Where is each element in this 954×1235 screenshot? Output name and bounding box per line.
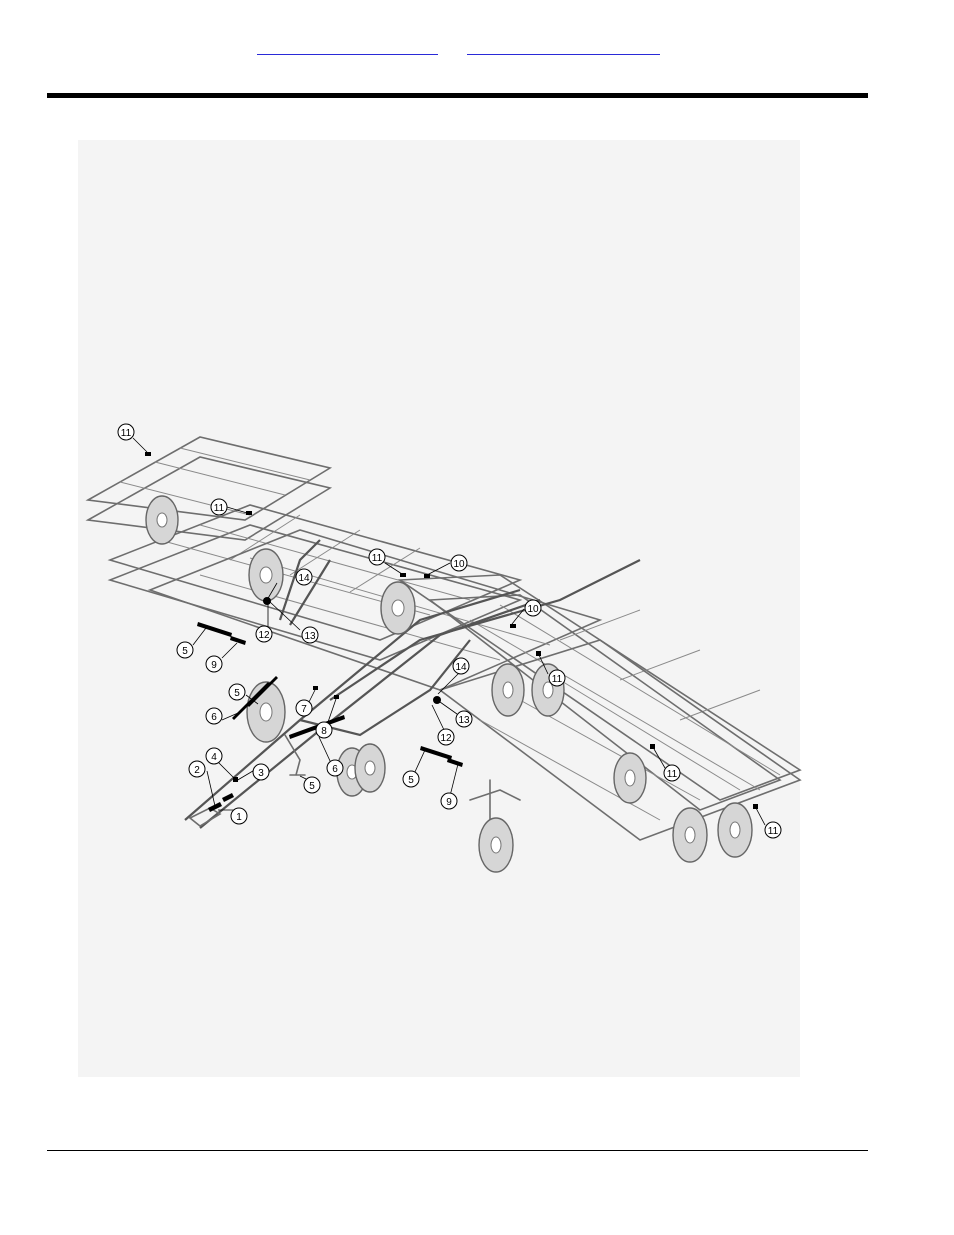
callout-5: 5 [176,641,194,659]
callout-13: 13 [455,710,473,728]
callout-2: 2 [188,760,206,778]
footer-rule [47,1150,868,1151]
header-link-right[interactable] [467,40,660,55]
callout-6: 6 [326,759,344,777]
callout-3: 3 [252,763,270,781]
figure-background [78,140,800,1077]
callout-12-label: 12 [258,630,270,641]
callout-6-label: 6 [211,712,217,723]
callout-1: 1 [230,807,248,825]
callout-14-label: 14 [298,573,310,584]
callout-10: 10 [450,554,468,572]
callout-11: 11 [368,548,386,566]
callout-5: 5 [303,776,321,794]
callout-8: 8 [315,721,333,739]
callout-5-label: 5 [408,775,414,786]
callout-9: 9 [440,792,458,810]
callout-5: 5 [228,683,246,701]
callout-14: 14 [452,657,470,675]
callout-13-label: 13 [458,715,470,726]
callout-5-label: 5 [182,646,188,657]
callout-8-label: 8 [321,726,327,737]
callout-9-label: 9 [211,660,217,671]
header-rule [47,93,868,98]
callout-11-label: 11 [214,503,225,514]
leader-lines [132,437,766,826]
callout-3-label: 3 [258,768,264,779]
callout-11: 11 [117,423,135,441]
callout-11-label: 11 [768,826,779,837]
callout-7-label: 7 [301,704,307,715]
callout-11: 11 [210,498,228,516]
callout-9: 9 [205,655,223,673]
header-link-left[interactable] [257,40,438,55]
callout-11-label: 11 [552,674,563,685]
callout-4-label: 4 [211,752,217,763]
machine-frame [85,436,802,841]
callout-6-label: 6 [332,764,338,775]
callout-13-label: 13 [304,631,316,642]
callout-5-label: 5 [309,781,315,792]
callout-7: 7 [295,699,313,717]
callout-13: 13 [301,626,319,644]
callout-5: 5 [402,770,420,788]
callout-10-label: 10 [527,604,539,615]
callout-5-label: 5 [234,688,240,699]
callout-11: 11 [663,764,681,782]
callout-11-label: 11 [121,428,132,439]
callout-4: 4 [205,747,223,765]
callout-1-label: 1 [236,812,242,823]
callout-9-label: 9 [446,797,452,808]
callout-11-label: 11 [667,769,678,780]
callout-12: 12 [437,728,455,746]
callout-11: 11 [764,821,782,839]
callout-11-label: 11 [372,553,383,564]
callout-12-label: 12 [440,733,452,744]
callout-14: 14 [295,568,313,586]
callouts: 11 11 11 10 10 14 12 13 [117,423,782,839]
callout-6: 6 [205,707,223,725]
callout-14-label: 14 [455,662,467,673]
callout-10: 10 [524,599,542,617]
callout-12: 12 [255,625,273,643]
callout-10-label: 10 [453,559,465,570]
callout-2-label: 2 [194,765,200,776]
callout-11: 11 [548,669,566,687]
